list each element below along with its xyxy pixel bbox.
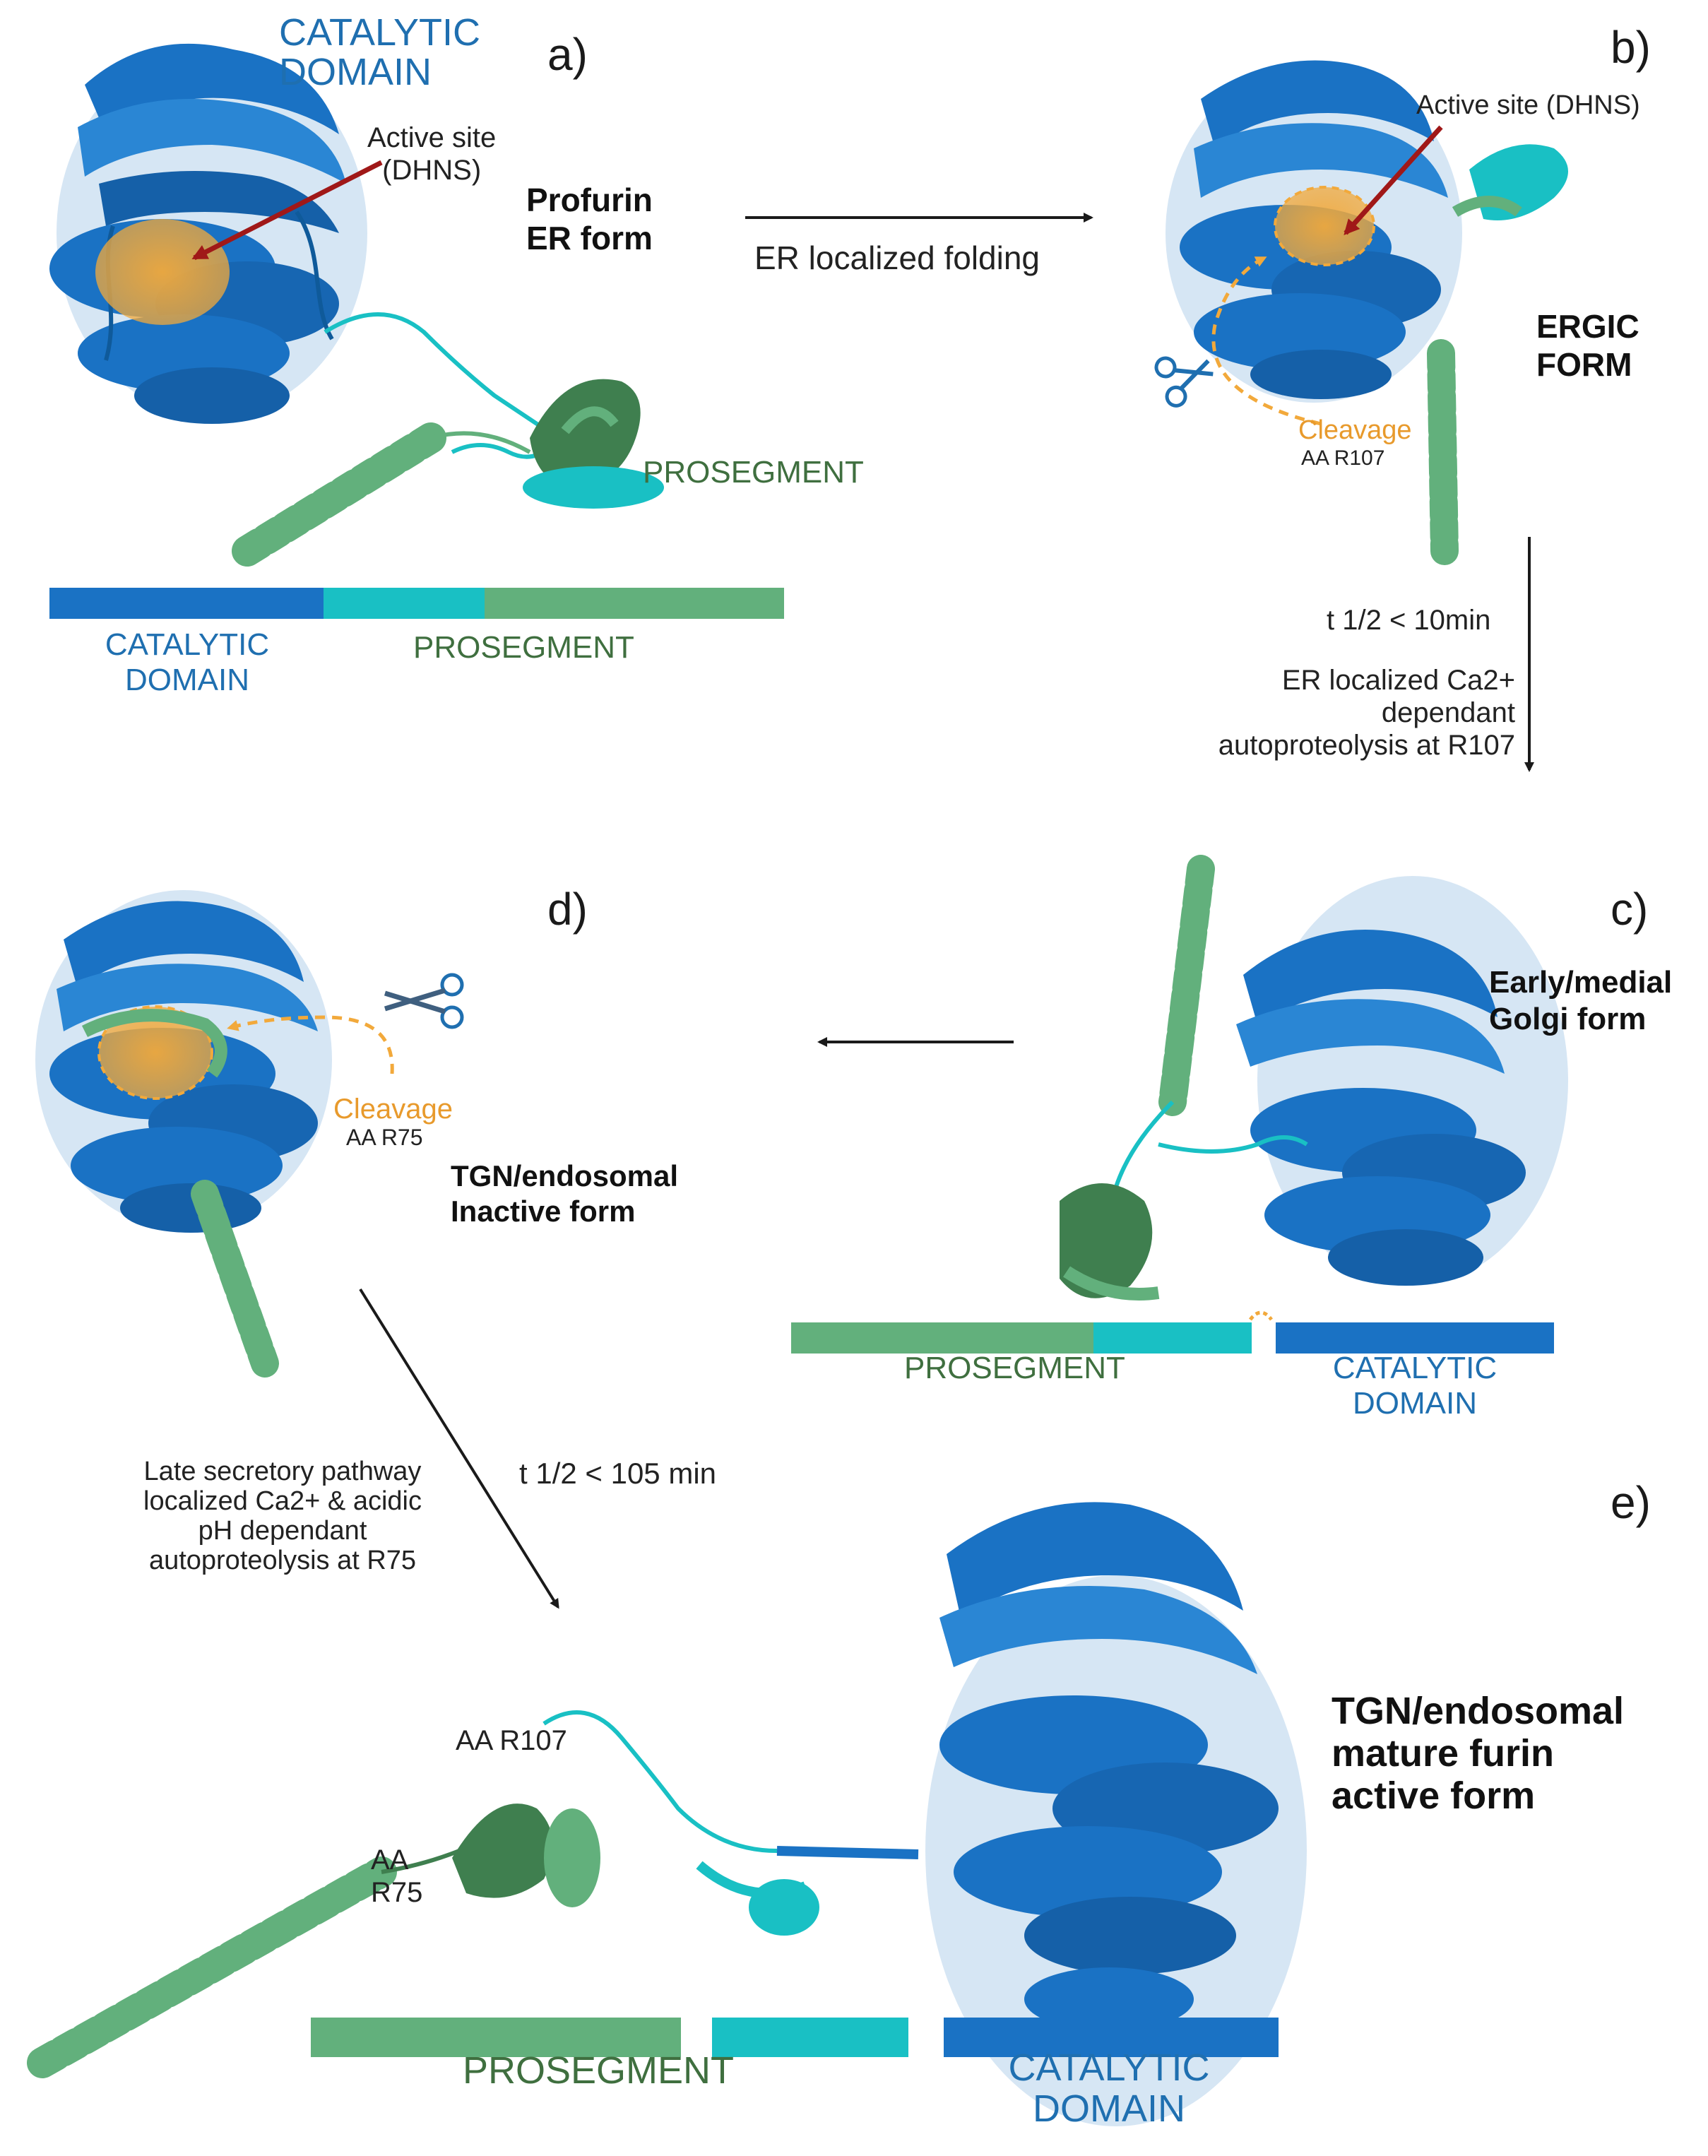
halflife-bc: t 1/2 < 10min	[1327, 605, 1491, 636]
desc-de-line-2: localized Ca2+ & acidic	[143, 1486, 422, 1516]
residue-r107-label-e: AA R107	[456, 1725, 567, 1756]
profurin-form-label: Profurin ER form	[526, 181, 653, 257]
bar-prosegment-cyan-e	[712, 2018, 908, 2057]
residue-r75-label-e: AA R75	[371, 1844, 422, 1909]
panel-letter-d: d)	[547, 884, 588, 935]
scissors-icon	[1154, 356, 1214, 408]
form-b-line-1: ERGIC	[1536, 308, 1639, 345]
form-d-line-2: Inactive form	[451, 1195, 636, 1228]
active-site-arrow-b	[1344, 125, 1443, 235]
bar-catalytic-a	[49, 588, 324, 619]
panel-b	[1154, 60, 1568, 565]
bar-prosegment-cyan-c	[1093, 1322, 1252, 1354]
bar-catalytic-e-line-2: DOMAIN	[1033, 2087, 1185, 2130]
ergic-form-label: ERGIC FORM	[1536, 307, 1639, 384]
desc-de-line-3: pH dependant	[198, 1516, 367, 1546]
prosegment-structure-c	[1060, 855, 1308, 1301]
form-a-line-2: ER form	[526, 220, 653, 256]
form-c-line-1: Early/medial	[1489, 965, 1673, 1000]
scissors-icon-d	[384, 973, 464, 1029]
catalytic-label-line-1: CATALYTIC	[279, 11, 481, 54]
desc-bc-line-1: ER localized Ca2+	[1281, 665, 1515, 696]
form-b-line-2: FORM	[1536, 346, 1632, 383]
bar-catalytic-a-line-1: CATALYTIC	[105, 627, 270, 662]
bar-catalytic-c	[1276, 1322, 1554, 1354]
form-d-line-1: TGN/endosomal	[451, 1159, 679, 1192]
bar-prosegment-green-c	[791, 1322, 1093, 1354]
bar-catalytic-c-line-1: CATALYTIC	[1332, 1351, 1498, 1385]
prosegment-structure-a	[232, 379, 664, 567]
desc-bc-line-3: autoproteolysis at R107	[1218, 730, 1515, 761]
active-site-d	[97, 1005, 213, 1100]
active-site-arrow-a	[191, 160, 383, 261]
cleavage-path-d	[227, 1015, 394, 1074]
cleavage-mark-c	[1249, 1310, 1273, 1321]
panel-c	[791, 855, 1568, 1354]
residue-r75-line-1: AA	[371, 1844, 409, 1876]
bar-prosegment-green-e	[311, 2018, 681, 2057]
catalytic-domain-structure-c	[1236, 876, 1568, 1286]
golgi-form-label: Early/medial Golgi form	[1489, 964, 1672, 1038]
form-e-line-1: TGN/endosomal	[1332, 1690, 1625, 1732]
bar-prosegment-label-e: PROSEGMENT	[463, 2049, 735, 2092]
catalytic-label-line-2: DOMAIN	[279, 51, 432, 93]
residue-r75-line-2: R75	[371, 1877, 423, 1908]
panel-a	[49, 43, 784, 619]
desc-bc-line-2: dependant	[1381, 697, 1515, 728]
panel-letter-b: b)	[1611, 22, 1651, 73]
cleavage-label-d: Cleavage	[333, 1094, 453, 1125]
panel-e	[27, 1502, 1307, 2126]
panel-letter-e: e)	[1611, 1477, 1651, 1528]
bar-catalytic-e-line-1: CATALYTIC	[1008, 2047, 1210, 2089]
prosegment-overlay-d	[81, 1009, 227, 1078]
catalytic-domain-label-a: CATALYTIC DOMAIN	[279, 13, 480, 92]
prosegment-label-a: PROSEGMENT	[643, 455, 864, 490]
arrow-bc-description: ER localized Ca2+ dependant autoproteoly…	[1173, 664, 1515, 762]
cleavage-label-b: Cleavage	[1298, 415, 1412, 445]
panel-letter-c: c)	[1611, 884, 1649, 935]
arrow-de-description: Late secretory pathway localized Ca2+ & …	[113, 1457, 452, 1575]
active-site-a	[95, 219, 230, 325]
panel-d	[35, 890, 464, 1378]
tgn-inactive-form-label: TGN/endosomal Inactive form	[451, 1159, 678, 1229]
form-e-line-3: active form	[1332, 1775, 1536, 1817]
panel-letter-a: a)	[547, 29, 588, 80]
bar-prosegment-cyan-a	[324, 588, 485, 619]
active-site-label-b: Active site (DHNS)	[1416, 90, 1640, 120]
bar-catalytic-label-e: CATALYTIC DOMAIN	[989, 2047, 1229, 2129]
mature-furin-label: TGN/endosomal mature furin active form	[1332, 1690, 1624, 1817]
bar-catalytic-e	[944, 2018, 1279, 2057]
residue-label-d: AA R75	[346, 1125, 423, 1150]
desc-de-line-4: autoproteolysis at R75	[148, 1546, 417, 1575]
linker-a	[324, 312, 562, 459]
prosegment-structure-b	[1427, 144, 1568, 565]
active-site-line-1: Active site	[367, 122, 497, 153]
residue-label-b: AA R107	[1301, 446, 1385, 470]
prosegment-helix-d	[191, 1180, 279, 1378]
bar-prosegment-label-a: PROSEGMENT	[413, 630, 634, 665]
active-site-label-a: Active site (DHNS)	[367, 122, 496, 186]
arrow-d-to-e	[359, 1288, 559, 1609]
bar-prosegment-green-a	[485, 588, 784, 619]
form-c-line-2: Golgi form	[1489, 1002, 1647, 1036]
bar-prosegment-label-c: PROSEGMENT	[904, 1351, 1125, 1385]
form-e-line-2: mature furin	[1332, 1732, 1555, 1775]
bar-catalytic-a-line-2: DOMAIN	[125, 663, 249, 697]
desc-de-line-1: Late secretory pathway	[143, 1457, 422, 1486]
bar-catalytic-c-line-2: DOMAIN	[1353, 1386, 1477, 1421]
arrow-ab-label: ER localized folding	[754, 239, 1040, 276]
active-site-line-2: (DHNS)	[382, 155, 482, 186]
bar-catalytic-label-a: CATALYTIC DOMAIN	[99, 627, 275, 698]
bar-catalytic-label-c: CATALYTIC DOMAIN	[1327, 1351, 1503, 1421]
catalytic-domain-structure-e	[925, 1502, 1307, 2126]
form-a-line-1: Profurin	[526, 182, 653, 218]
active-site-b	[1274, 186, 1375, 266]
prosegment-structure-e	[27, 1710, 919, 2078]
halflife-de: t 1/2 < 105 min	[519, 1457, 717, 1490]
cleavage-path-b	[1211, 256, 1322, 426]
